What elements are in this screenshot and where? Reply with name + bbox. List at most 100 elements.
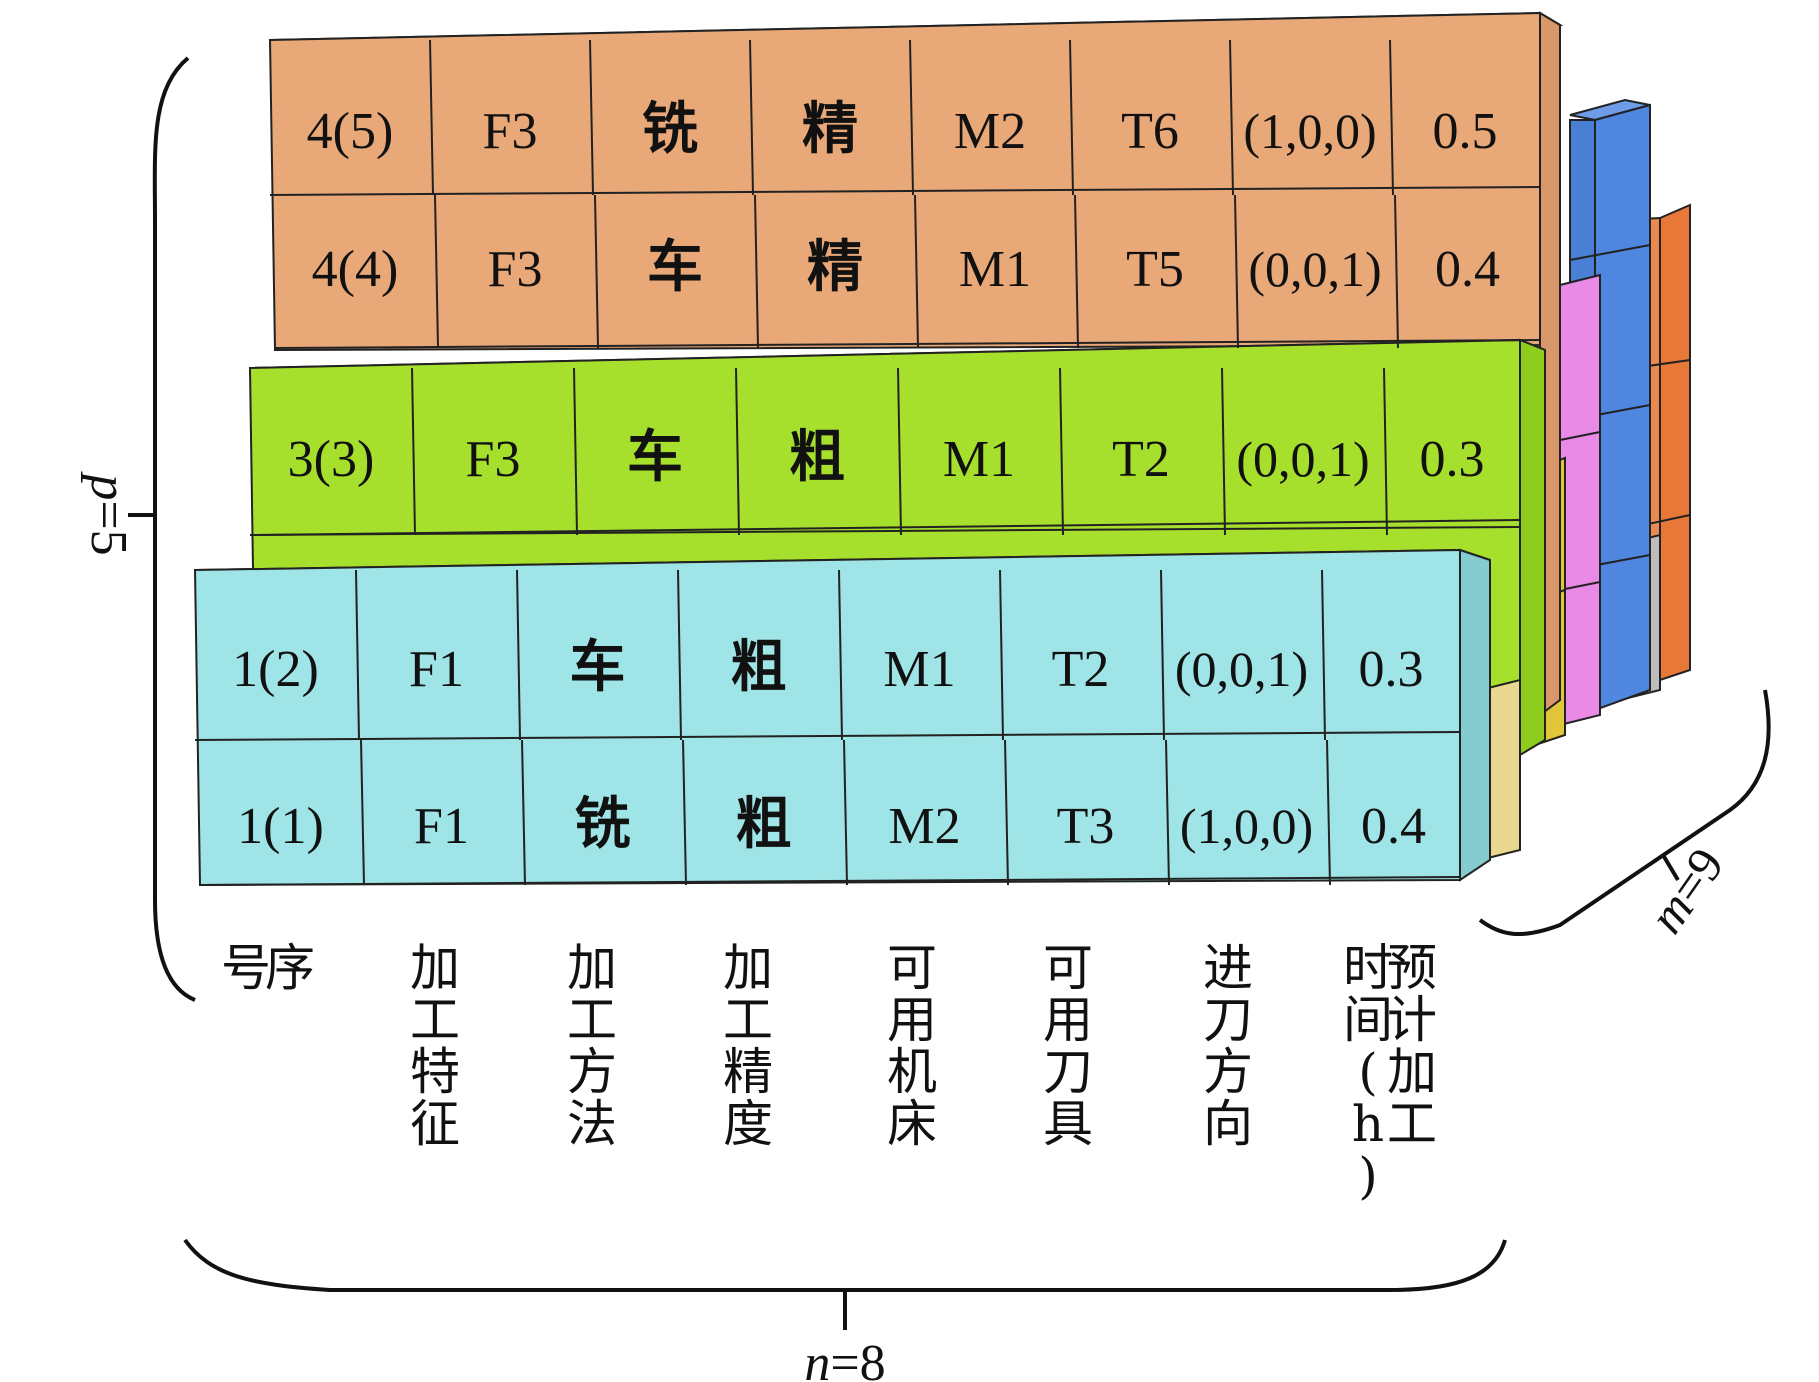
cell-row-4-4-col7: 0.4: [1435, 241, 1500, 298]
cell-divider: [429, 39, 434, 196]
cell-row-1-1-col2: 铣: [575, 792, 631, 857]
cell-divider: [1229, 39, 1234, 196]
cell-divider: [573, 367, 578, 536]
m-dimension-label: m=9: [1638, 838, 1735, 943]
column-header-7-line1: 时间(h): [1343, 939, 1393, 1205]
row-divider: [249, 526, 1521, 536]
cell-row-4-4-col0: 4(4): [312, 241, 399, 298]
cell-row-4-5-col6: (1,0,0): [1243, 103, 1376, 159]
cell-divider: [360, 739, 365, 886]
cell-divider: [355, 569, 360, 741]
back-block-darkorange-side: [1659, 203, 1691, 682]
cell-divider: [735, 367, 740, 536]
cell-row-1-2-col7: 0.3: [1359, 641, 1424, 698]
cell-divider: [1383, 367, 1388, 536]
cyan-layer-side: [1459, 548, 1491, 882]
row-divider: [199, 876, 1461, 886]
cell-divider: [516, 569, 521, 741]
cell-row-4-5-col2: 铣: [642, 97, 698, 162]
cell-row-4-5-col1: F3: [483, 103, 538, 160]
cell-divider: [1234, 194, 1239, 349]
column-header-0-line1: 号: [221, 939, 271, 997]
cell-row-1-1-col6: (1,0,0): [1180, 798, 1313, 854]
cell-row-1-2-col4: M1: [883, 641, 955, 698]
cell-row-4-5-col5: T6: [1121, 103, 1179, 160]
cell-divider: [838, 569, 843, 741]
cell-divider: [1394, 194, 1399, 349]
n-dimension-label: n=8: [804, 1335, 885, 1382]
layer-cyan: [193, 548, 1491, 887]
cell-divider: [1321, 569, 1326, 741]
cell-row-3-3-col1: F3: [466, 431, 521, 488]
column-header-1-line0: 加工特征: [410, 939, 460, 1153]
cell-divider: [1069, 39, 1074, 196]
cell-row-1-1-col4: M2: [888, 798, 960, 855]
column-header-6-line0: 进刀方向: [1203, 939, 1253, 1153]
cell-divider: [521, 739, 526, 886]
cell-row-3-3-col0: 3(3): [288, 431, 375, 488]
cell-divider: [1326, 739, 1331, 886]
cell-divider: [909, 39, 914, 196]
cell-grid-lines: [194, 39, 1541, 886]
cell-row-1-2-col2: 车: [570, 635, 626, 700]
cell-divider: [1389, 39, 1394, 196]
cell-row-3-3-col7: 0.3: [1420, 431, 1485, 488]
cell-row-1-1-col5: T3: [1057, 798, 1115, 855]
p-dimension-label: p=5: [80, 470, 137, 555]
cell-row-3-3-col2: 车: [627, 425, 683, 490]
cell-row-4-4-col4: M1: [959, 241, 1031, 298]
cell-row-1-1-col0: 1(1): [237, 798, 324, 855]
layer-orange: [268, 11, 1564, 717]
row-divider: [269, 186, 1541, 196]
orange-layer-front: [268, 11, 1541, 352]
cell-row-3-3-col5: T2: [1112, 431, 1170, 488]
cell-divider: [1221, 367, 1226, 536]
cell-row-1-1-col7: 0.4: [1361, 798, 1426, 855]
cell-row-4-5-col7: 0.5: [1433, 103, 1498, 160]
cell-row-4-5-col3: 精: [802, 97, 858, 162]
cell-divider: [411, 367, 416, 536]
row-divider: [274, 339, 1541, 349]
cell-divider: [897, 367, 902, 536]
column-headers: 序号加工特征加工方法加工精度可用机床可用刀具进刀方向预计加工时间(h): [221, 939, 1437, 1205]
cell-row-1-2-col3: 粗: [731, 635, 787, 700]
cell-row-4-4-col1: F3: [488, 241, 543, 298]
cell-divider: [1160, 569, 1165, 741]
column-header-4-line0: 可用机床: [887, 939, 937, 1153]
cell-divider: [1059, 367, 1064, 536]
cell-row-1-1-col1: F1: [414, 798, 469, 855]
m-dimension-bracket: [1478, 689, 1771, 937]
cell-divider: [589, 39, 594, 196]
cell-row-3-3-col4: M1: [943, 431, 1015, 488]
cell-row-4-5-col0: 4(5): [307, 103, 394, 160]
cell-divider: [843, 739, 848, 886]
cell-row-4-4-col2: 车: [647, 235, 703, 300]
column-header-3-line0: 加工精度: [723, 939, 773, 1153]
m-bracket-tick: [1661, 853, 1680, 882]
cell-row-4-4-col5: T5: [1126, 241, 1184, 298]
cell-divider: [914, 194, 919, 349]
cell-divider: [594, 194, 599, 349]
cell-row-3-3-col6: (0,0,1): [1236, 431, 1369, 487]
cell-row-1-2-col5: T2: [1052, 641, 1110, 698]
cell-row-4-5-col4: M2: [954, 103, 1026, 160]
cell-divider: [1004, 739, 1009, 886]
svg-text:p=5: p=5: [80, 470, 137, 555]
cell-divider: [434, 194, 439, 349]
cell-row-4-4-col3: 精: [807, 235, 863, 300]
column-header-5-line0: 可用刀具: [1043, 939, 1093, 1153]
column-header-2-line0: 加工方法: [567, 939, 617, 1153]
p-dimension-bracket: [152, 56, 196, 1002]
cyan-layer-front: [193, 548, 1461, 887]
cell-row-1-1-col3: 粗: [736, 792, 792, 857]
cell-divider: [999, 569, 1004, 741]
cell-row-3-3-col3: 粗: [789, 425, 845, 490]
green-layer-side: [1519, 338, 1546, 757]
cell-row-4-4-col6: (0,0,1): [1248, 241, 1381, 297]
svg-text:m=9: m=9: [1638, 838, 1735, 943]
cell-row-1-2-col6: (0,0,1): [1175, 641, 1308, 697]
cell-divider: [1074, 194, 1079, 349]
